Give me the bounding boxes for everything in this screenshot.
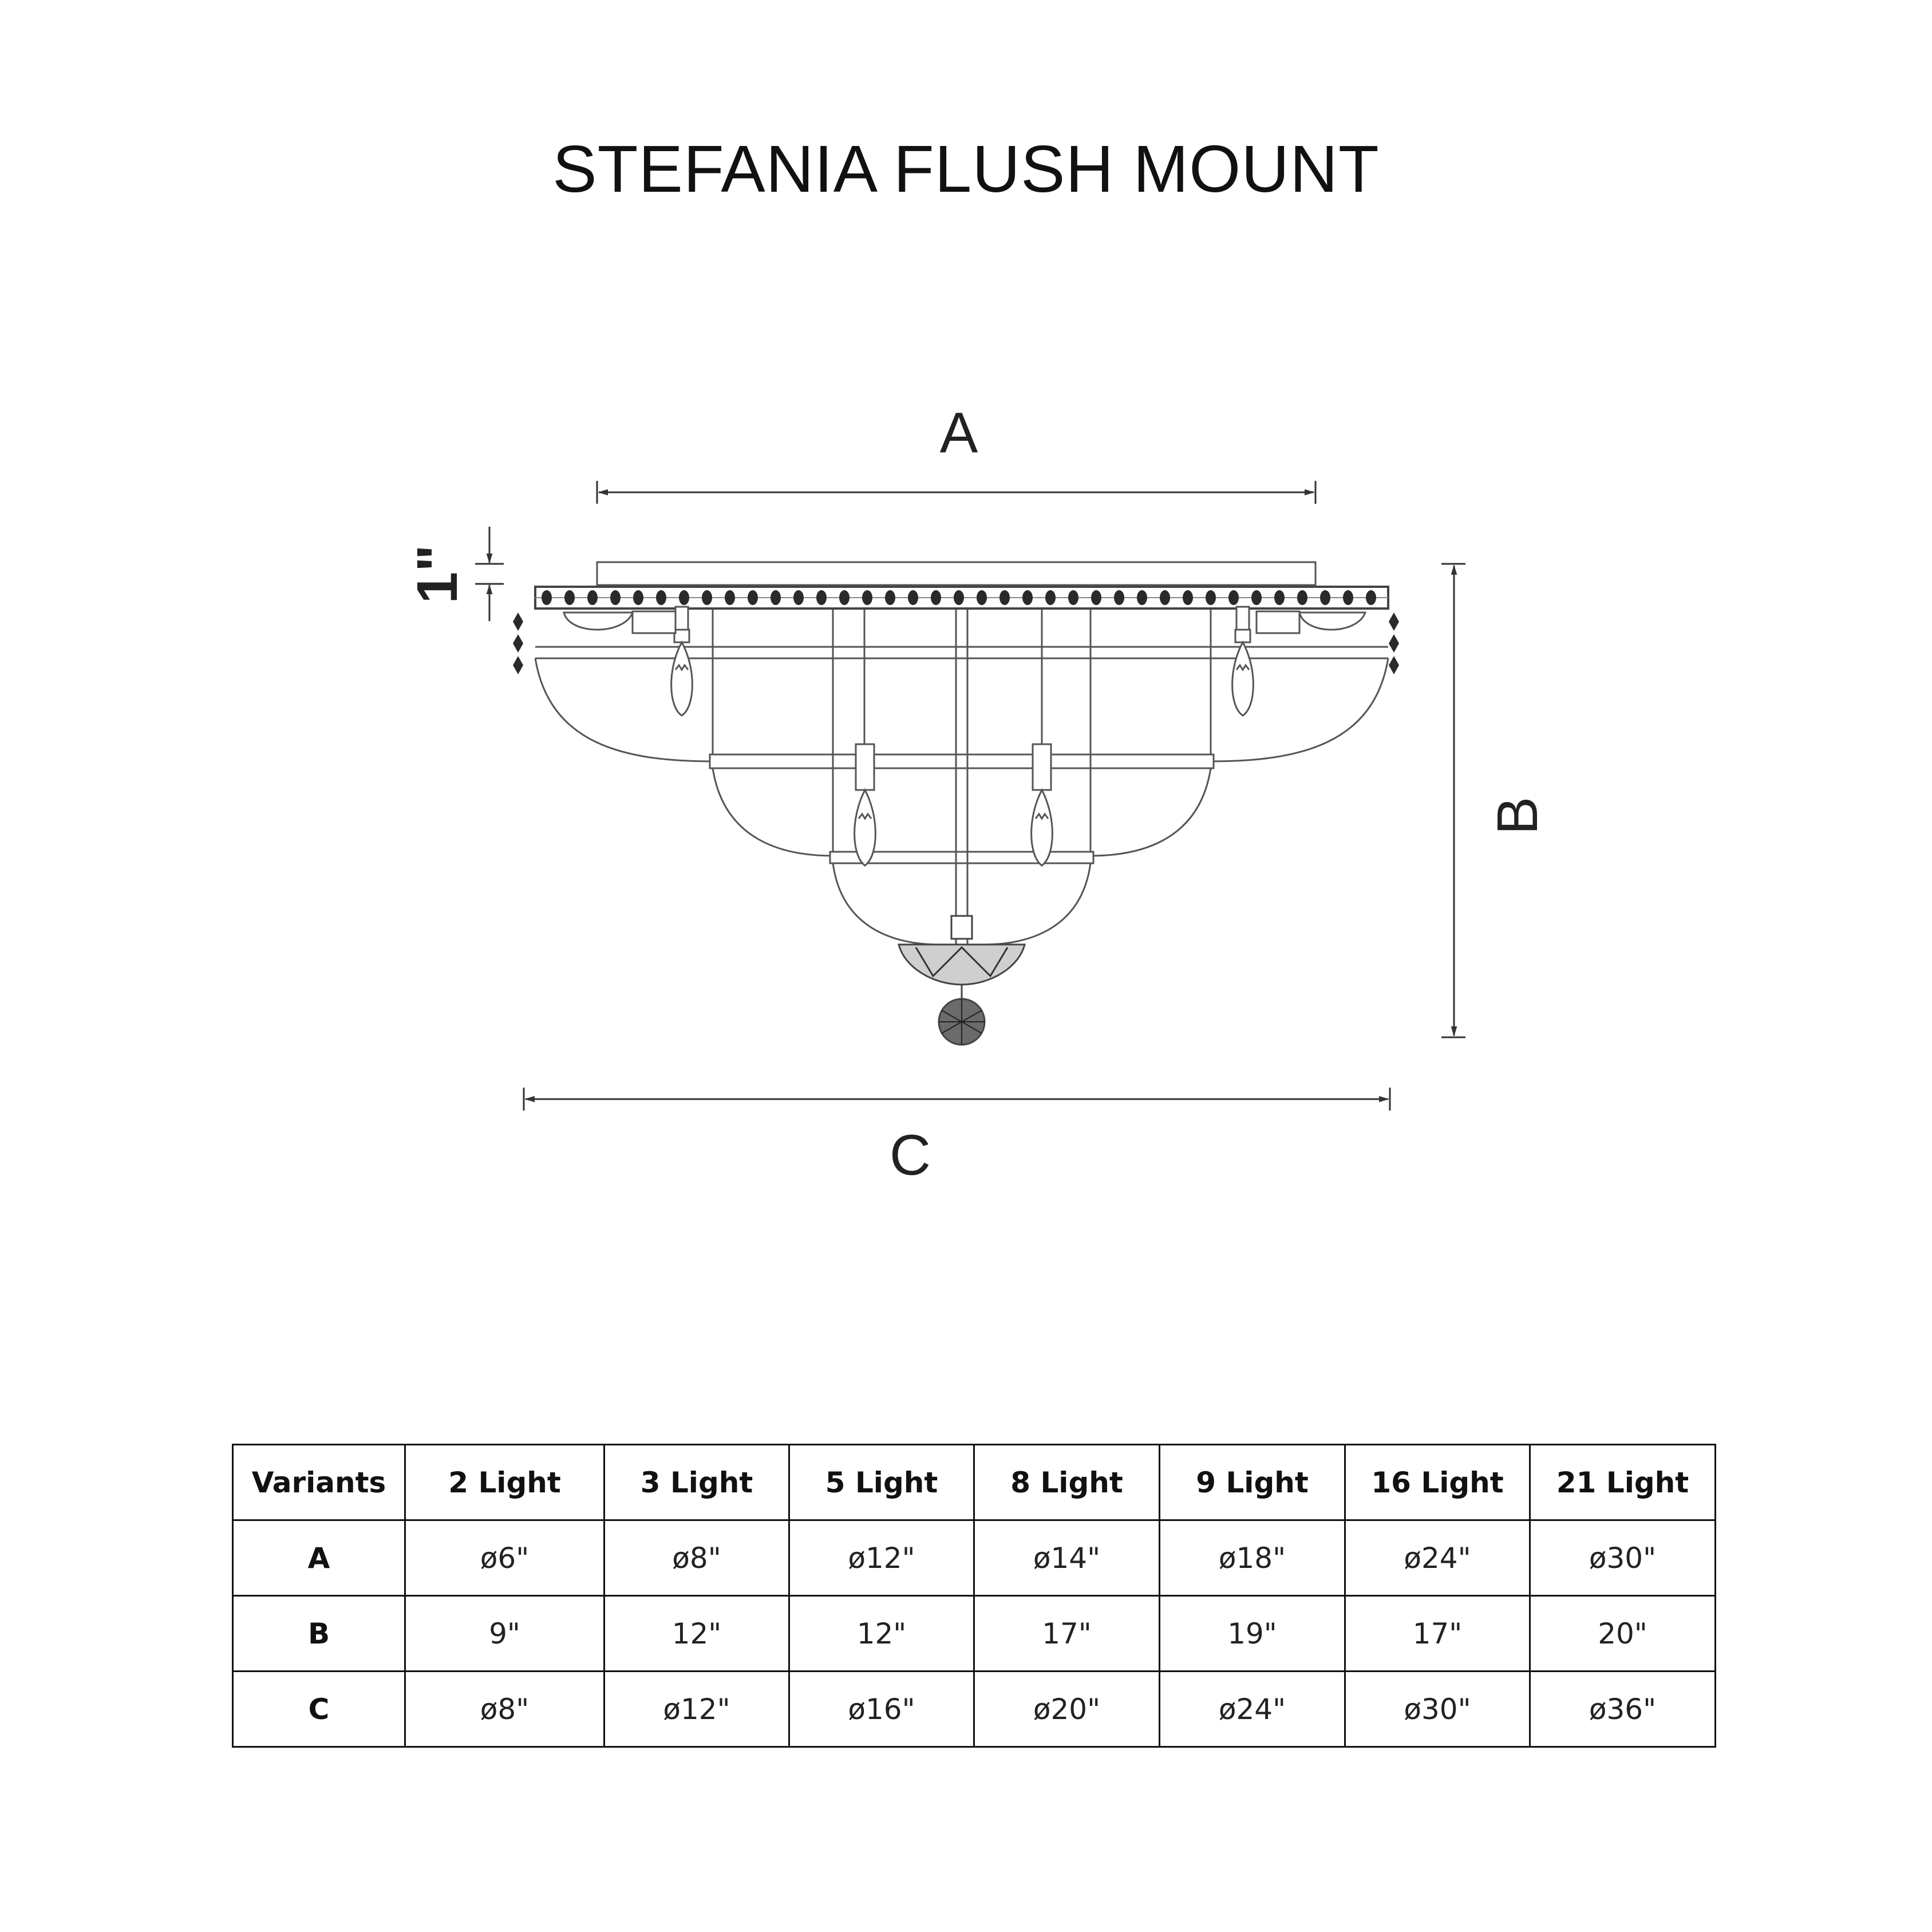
- row-label: A: [232, 1519, 406, 1597]
- table-cell: ø12": [603, 1670, 790, 1748]
- header-cell: 16 Light: [1344, 1444, 1531, 1521]
- table-cell: 20": [1529, 1595, 1716, 1672]
- row-label: B: [232, 1595, 406, 1672]
- dimension-a: A: [596, 401, 1317, 504]
- table-row: B 9" 12" 12" 17" 19" 17" 20": [232, 1595, 1716, 1672]
- table-cell: ø20": [973, 1670, 1160, 1748]
- dimension-canopy-label: 1": [405, 544, 469, 603]
- table-cell: ø30": [1344, 1670, 1531, 1748]
- bottom-finial: [898, 915, 1026, 1046]
- fixture-dimension-drawing: A C B 1": [405, 401, 1550, 1187]
- table-cell: ø16": [788, 1670, 975, 1748]
- dimension-a-label: A: [940, 401, 978, 465]
- table-row: A ø6" ø8" ø12" ø14" ø18" ø24" ø30": [232, 1519, 1716, 1597]
- header-cell: 9 Light: [1159, 1444, 1346, 1521]
- header-cell: 3 Light: [603, 1444, 790, 1521]
- fixture-outline: [513, 561, 1399, 946]
- table-cell: 17": [1344, 1595, 1531, 1672]
- header-cell: 21 Light: [1529, 1444, 1716, 1521]
- table-cell: 17": [973, 1595, 1160, 1672]
- table-cell: ø18": [1159, 1519, 1346, 1597]
- candle-bulbs: [563, 606, 1367, 867]
- header-cell: 2 Light: [404, 1444, 605, 1521]
- table-cell: 19": [1159, 1595, 1346, 1672]
- crystal-band-beads: [542, 590, 1376, 605]
- table-cell: ø24": [1344, 1519, 1531, 1597]
- table-cell: 12": [603, 1595, 790, 1672]
- header-cell: Variants: [232, 1444, 406, 1521]
- dimension-c-label: C: [890, 1123, 931, 1187]
- table-cell: 9": [404, 1595, 605, 1672]
- header-cell: 8 Light: [973, 1444, 1160, 1521]
- table-cell: ø14": [973, 1519, 1160, 1597]
- row-label: C: [232, 1670, 406, 1748]
- table-cell: ø36": [1529, 1670, 1716, 1748]
- header-cell: 5 Light: [788, 1444, 975, 1521]
- table-cell: ø8": [603, 1519, 790, 1597]
- side-crystal-drops: [513, 613, 1399, 674]
- table-header-row: Variants 2 Light 3 Light 5 Light 8 Light…: [232, 1444, 1716, 1521]
- dimensions-table: Variants 2 Light 3 Light 5 Light 8 Light…: [232, 1444, 1716, 1748]
- dimension-b: B: [1441, 563, 1550, 1038]
- table-cell: ø24": [1159, 1670, 1346, 1748]
- table-row: C ø8" ø12" ø16" ø20" ø24" ø30" ø36": [232, 1670, 1716, 1748]
- table-cell: ø30": [1529, 1519, 1716, 1597]
- table-cell: ø6": [404, 1519, 605, 1597]
- table-cell: 12": [788, 1595, 975, 1672]
- dimension-c: C: [523, 1088, 1391, 1187]
- dimension-canopy: 1": [405, 527, 504, 621]
- page-title: STEFANIA FLUSH MOUNT: [552, 132, 1380, 206]
- table-cell: ø12": [788, 1519, 975, 1597]
- dimension-b-label: B: [1485, 797, 1550, 835]
- table-cell: ø8": [404, 1670, 605, 1748]
